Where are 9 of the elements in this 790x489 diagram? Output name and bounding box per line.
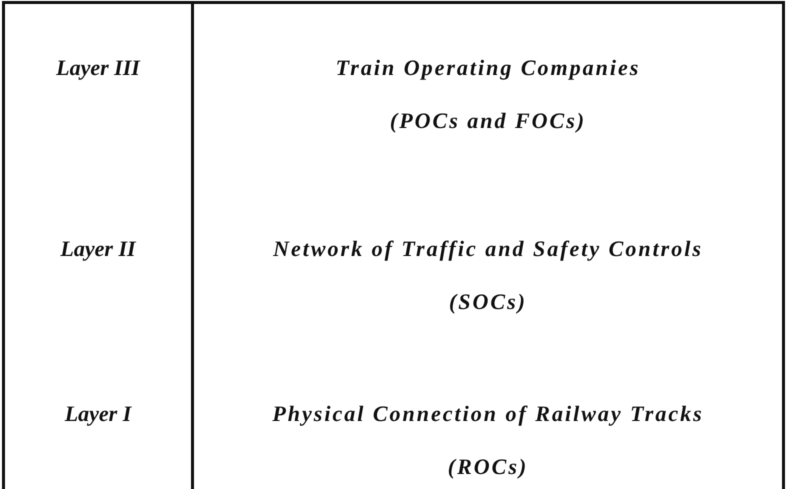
layer-abbreviation: (ROCs): [446, 453, 530, 481]
layer-abbreviation: (POCs and FOCs): [388, 107, 588, 135]
layer-label: Layer III: [55, 54, 142, 82]
layer-title: Train Operating Companies: [334, 54, 642, 82]
layer-title: Physical Connection of Railway Tracks: [271, 400, 705, 428]
layer-abbreviation: (SOCs): [448, 288, 528, 316]
layer-label: Layer I: [64, 400, 133, 428]
layer-title: Network of Traffic and Safety Controls: [272, 235, 704, 263]
layer-label: Layer II: [59, 235, 138, 263]
